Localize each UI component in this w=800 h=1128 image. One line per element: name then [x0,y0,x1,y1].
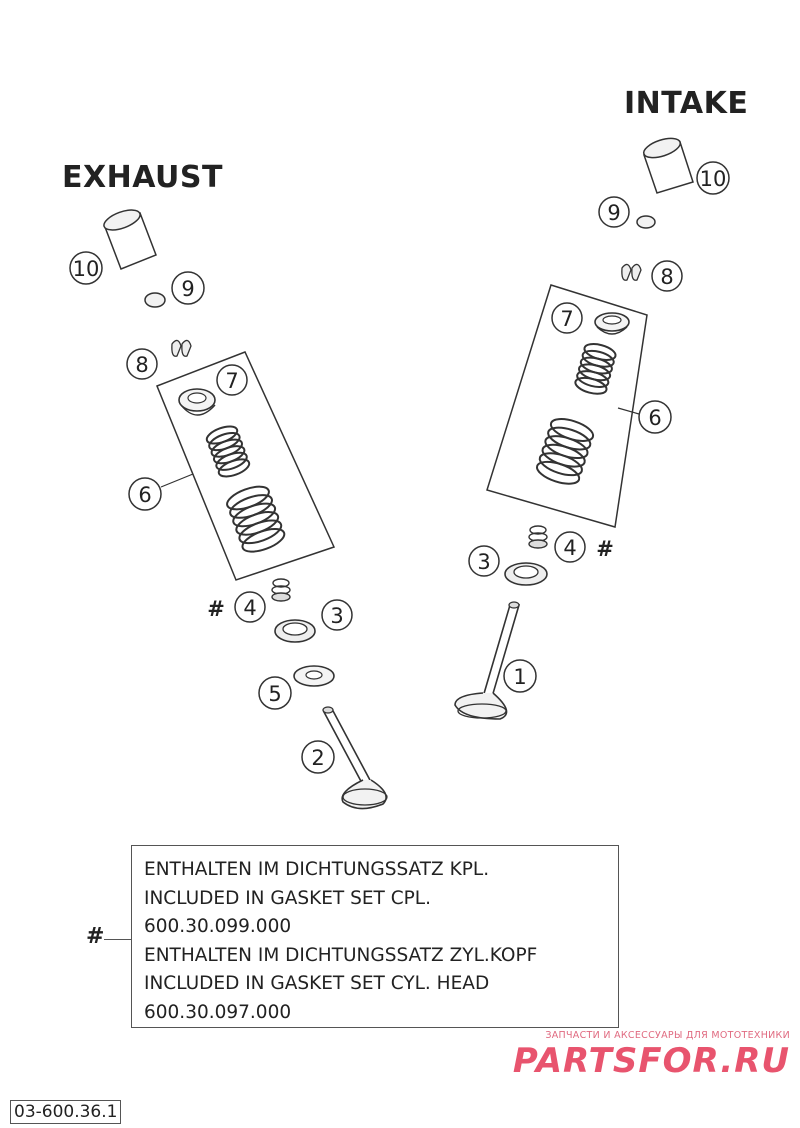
diagram-reference-code: 03-600.36.1 [10,1100,122,1124]
exhaust-washer [293,665,335,687]
exhaust-spring-retainer [178,388,216,416]
exhaust-bucket-tappet [103,209,157,270]
exhaust-valve-keepers [171,339,192,357]
intake-spring-seat [504,562,548,586]
exhaust-callouts: 10 9 8 7 6 # 4 3 5 2 [69,251,353,774]
intake-outer-spring [535,418,595,485]
callout-intake-8: 8 [660,265,673,289]
callout-exhaust-6: 6 [138,483,151,507]
callout-exhaust-3: 3 [330,604,343,628]
callout-intake-9: 9 [607,201,620,225]
callout-exhaust-hash: # [207,597,225,621]
watermark-tagline: ЗАПЧАСТИ И АКСЕССУАРЫ ДЛЯ МОТОТЕХНИКИ [545,1030,790,1041]
note-line: INCLUDED IN GASKET SET CYL. HEAD [144,973,490,994]
intake-valve-stem-seal [528,525,548,549]
callout-exhaust-8: 8 [135,353,148,377]
intake-heading: INTAKE [624,86,749,121]
exhaust-heading: EXHAUST [62,160,223,195]
callout-exhaust-7: 7 [225,369,238,393]
note-line: ENTHALTEN IM DICHTUNGSSATZ KPL. [144,859,490,880]
callout-exhaust-2: 2 [311,746,324,770]
exhaust-spring-seat [274,619,316,643]
callout-exhaust-4: 4 [243,596,256,620]
callout-intake-hash: # [596,537,614,561]
callout-exhaust-10: 10 [73,257,100,281]
callout-intake-10: 10 [700,167,727,191]
intake-valve [454,601,521,720]
intake-valve-keepers [621,263,642,281]
watermark-logo: PARTSFOR.RU [512,1041,790,1081]
note-line: 600.30.097.000 [144,1001,292,1023]
intake-callouts: 10 9 8 7 6 3 4 # 1 [468,161,730,693]
callout-intake-1: 1 [513,665,526,689]
intake-inner-spring [572,340,619,398]
exhaust-outer-spring [226,485,286,553]
note-hash-marker: # [86,924,105,949]
callout-intake-3: 3 [477,550,490,574]
gasket-set-note: ENTHALTEN IM DICHTUNGSSATZ KPL. INCLUDED… [131,845,619,1028]
exhaust-valve [322,706,388,810]
exhaust-inner-spring [203,421,253,481]
exhaust-spring-kit-frame [156,351,336,581]
intake-bucket-tappet [643,137,694,194]
exhaust-valve-stem-seal [271,578,291,602]
note-line: 600.30.099.000 [144,916,292,937]
callout-exhaust-5: 5 [268,682,281,706]
intake-spring-kit-frame [486,284,648,528]
intake-shim [636,215,656,229]
intake-spring-retainer [594,312,630,335]
callout-intake-4: 4 [563,536,576,560]
callout-exhaust-9: 9 [181,277,194,301]
note-leader-line [104,939,131,940]
exhaust-shim [144,292,166,308]
note-line: INCLUDED IN GASKET SET CPL. [144,887,431,909]
watermark: ЗАПЧАСТИ И АКСЕССУАРЫ ДЛЯ МОТОТЕХНИКИ PA… [490,1030,790,1081]
note-line: ENTHALTEN IM DICHTUNGSSATZ ZYL.KOPF [144,944,538,966]
callout-intake-6: 6 [648,406,661,430]
callout-intake-7: 7 [560,307,573,331]
